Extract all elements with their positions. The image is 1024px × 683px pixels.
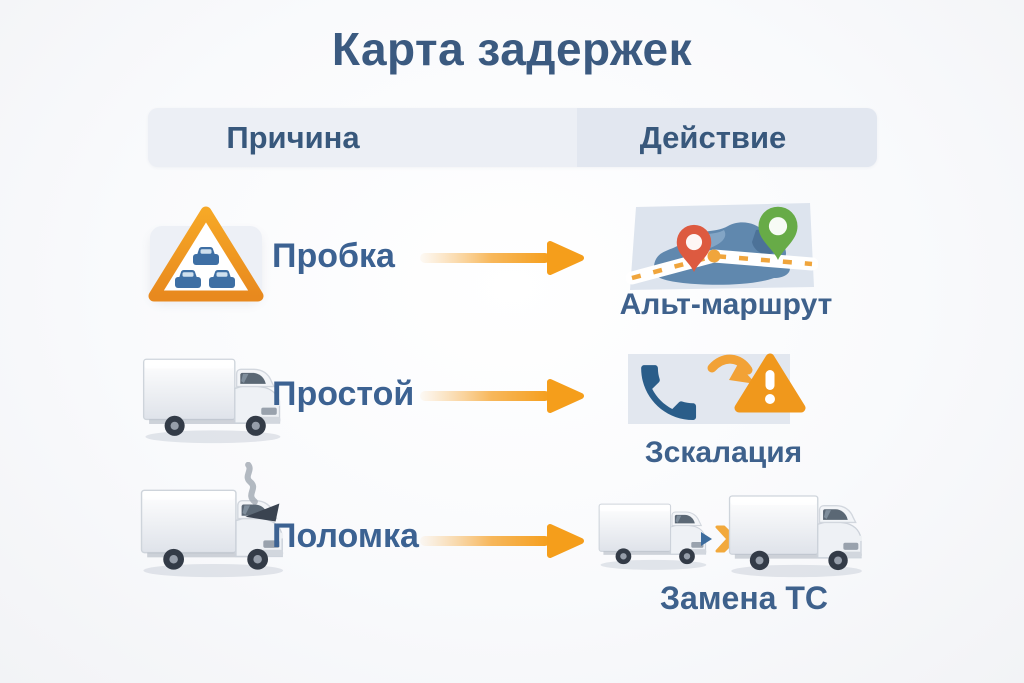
replacement-truck-icon xyxy=(728,495,863,578)
cause-label-idle: Простой xyxy=(272,375,415,413)
action-label-escalation: Зскалация xyxy=(644,436,803,469)
table-header-action: Действие xyxy=(639,119,787,155)
page-title: Карта задержек xyxy=(331,23,693,75)
table-header-cause: Причина xyxy=(226,119,360,155)
phone-escalation-warning-icon xyxy=(628,353,806,424)
cause-label-breakdown: Поломка xyxy=(272,517,419,555)
warning-triangle-icon xyxy=(734,353,806,413)
map-alt-route-pins-icon xyxy=(626,203,818,290)
red-map-pin-icon xyxy=(676,224,712,272)
traffic-jam-warning-sign-icon xyxy=(148,206,264,302)
action-label-vehicle-replacement: Замена ТС xyxy=(660,580,828,616)
redirect-arrow-icon xyxy=(707,354,753,375)
flow-arrow-icon xyxy=(418,524,586,558)
flow-arrow-icon xyxy=(418,379,586,413)
green-map-pin-icon xyxy=(758,206,798,260)
cause-label-traffic-jam: Пробка xyxy=(272,237,395,275)
flow-arrow-icon xyxy=(418,241,586,275)
table-header-bar: Причина Действие xyxy=(148,108,877,167)
action-label-alt-route: Альт-маршрут xyxy=(619,288,833,321)
